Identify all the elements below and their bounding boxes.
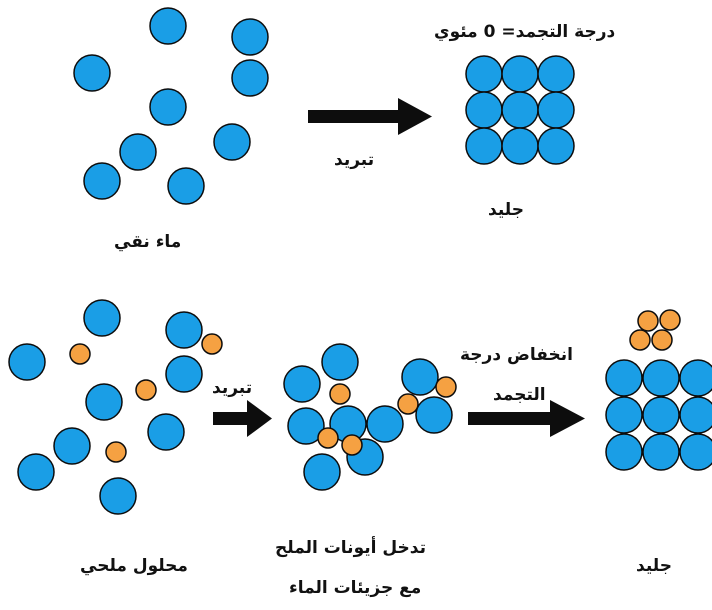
ice-molecule bbox=[537, 91, 575, 129]
ice-molecule bbox=[679, 433, 712, 471]
ice-molecule bbox=[465, 55, 503, 93]
ice-molecule bbox=[537, 127, 575, 165]
water-molecule bbox=[8, 343, 46, 381]
ice-molecule bbox=[605, 396, 643, 434]
ice-molecule bbox=[642, 396, 680, 434]
ice-molecule bbox=[642, 433, 680, 471]
cooling-label-top: تبريد bbox=[334, 150, 375, 170]
pure-water-label: ماء نقي bbox=[114, 232, 182, 252]
salt-ion bbox=[135, 379, 157, 401]
salt-solution-label: محلول ملحي bbox=[80, 556, 188, 576]
salt-ion bbox=[69, 343, 91, 365]
lowered-freezing-label-line2: التجمد bbox=[493, 385, 546, 405]
water-molecule bbox=[167, 167, 205, 205]
water-molecule bbox=[231, 18, 269, 56]
ions-interfere-label-line1: تدخل أيونات الملح bbox=[275, 538, 426, 558]
salt-ion bbox=[651, 329, 673, 351]
salt-ion bbox=[201, 333, 223, 355]
water-molecule bbox=[149, 7, 187, 45]
water-molecule bbox=[231, 59, 269, 97]
water-molecule bbox=[147, 413, 185, 451]
ions-interfering-cluster bbox=[283, 343, 457, 491]
ice-label-top: جليد bbox=[488, 200, 524, 220]
salt-ion bbox=[435, 376, 457, 398]
water-molecule bbox=[303, 453, 341, 491]
freezing-point-label: درجة التجمد= 0 مئوي bbox=[434, 22, 616, 42]
ice-molecule bbox=[465, 127, 503, 165]
pure-water-molecules bbox=[73, 7, 269, 205]
salt-ion bbox=[659, 309, 681, 331]
ice-lattice-top bbox=[465, 55, 575, 165]
water-molecule bbox=[149, 88, 187, 126]
water-molecule bbox=[165, 355, 203, 393]
water-molecule bbox=[165, 311, 203, 349]
lowered-freezing-label-line1: انخفاض درجة bbox=[460, 345, 573, 365]
water-molecule bbox=[213, 123, 251, 161]
water-molecule bbox=[401, 358, 439, 396]
water-molecule bbox=[321, 343, 359, 381]
water-molecule bbox=[83, 299, 121, 337]
water-molecule bbox=[415, 396, 453, 434]
arrow-bottom-cooling bbox=[213, 400, 272, 437]
water-molecule bbox=[85, 383, 123, 421]
ions-interfere-label-line2: مع جزيئات الماء bbox=[289, 578, 422, 598]
salt-ion bbox=[629, 329, 651, 351]
ice-molecule bbox=[537, 55, 575, 93]
water-molecule bbox=[83, 162, 121, 200]
water-molecule bbox=[99, 477, 137, 515]
salt-ion bbox=[637, 310, 659, 332]
ice-molecule bbox=[642, 359, 680, 397]
arrow-bottom-lowered-freezing bbox=[468, 400, 585, 437]
salt-ion bbox=[105, 441, 127, 463]
water-molecule bbox=[73, 54, 111, 92]
cooling-label-bottom: تبريد bbox=[212, 378, 253, 398]
salt-ion bbox=[329, 383, 351, 405]
arrow-top-cooling bbox=[308, 98, 432, 135]
ice-molecule bbox=[679, 396, 712, 434]
water-molecule bbox=[366, 405, 404, 443]
ice-molecule bbox=[605, 359, 643, 397]
salt-solution-particles bbox=[8, 299, 223, 515]
ice-lattice-bottom bbox=[605, 309, 712, 471]
salt-ion bbox=[317, 427, 339, 449]
water-molecule bbox=[119, 133, 157, 171]
ice-molecule bbox=[605, 433, 643, 471]
ice-molecule bbox=[501, 127, 539, 165]
ice-molecule bbox=[465, 91, 503, 129]
water-molecule bbox=[53, 427, 91, 465]
ice-molecule bbox=[501, 91, 539, 129]
salt-ion bbox=[341, 434, 363, 456]
ice-molecule bbox=[679, 359, 712, 397]
salt-ion bbox=[397, 393, 419, 415]
water-molecule bbox=[287, 407, 325, 445]
water-molecule bbox=[17, 453, 55, 491]
water-molecule bbox=[283, 365, 321, 403]
ice-molecule bbox=[501, 55, 539, 93]
ice-label-bottom: جليد bbox=[636, 556, 672, 576]
